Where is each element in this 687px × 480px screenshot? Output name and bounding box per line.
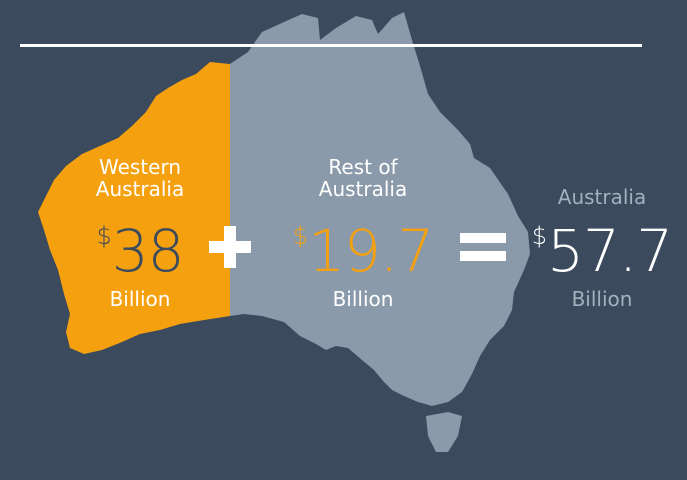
rest-unit: Billion	[332, 287, 394, 311]
total-currency: $	[531, 222, 547, 250]
wa-amount: $38	[70, 222, 210, 280]
western-australia-region	[38, 62, 230, 354]
rest-value: 19.7	[308, 217, 434, 285]
equals-icon	[460, 233, 506, 261]
rest-label-line2: Australia	[318, 177, 408, 201]
plus-icon	[209, 226, 251, 268]
wa-currency: $	[96, 222, 111, 250]
wa-label-line2: Australia	[95, 177, 185, 201]
total-label: Australia	[557, 185, 647, 209]
total-value: 57.7	[547, 217, 673, 285]
wa-value: 38	[111, 217, 185, 285]
total-unit: Billion	[571, 287, 633, 311]
wa-unit: Billion	[109, 287, 171, 311]
top-divider	[20, 44, 642, 47]
rest-of-australia-region	[230, 12, 530, 406]
total-amount: $57.7	[520, 222, 684, 280]
rest-label: Rest of Australia	[293, 156, 433, 200]
tasmania	[426, 412, 462, 452]
rest-currency: $	[292, 222, 308, 250]
wa-label: Western Australia	[70, 156, 210, 200]
rest-amount: $19.7	[283, 222, 443, 280]
wa-label-line1: Western	[98, 155, 182, 179]
rest-label-line1: Rest of	[328, 155, 398, 179]
